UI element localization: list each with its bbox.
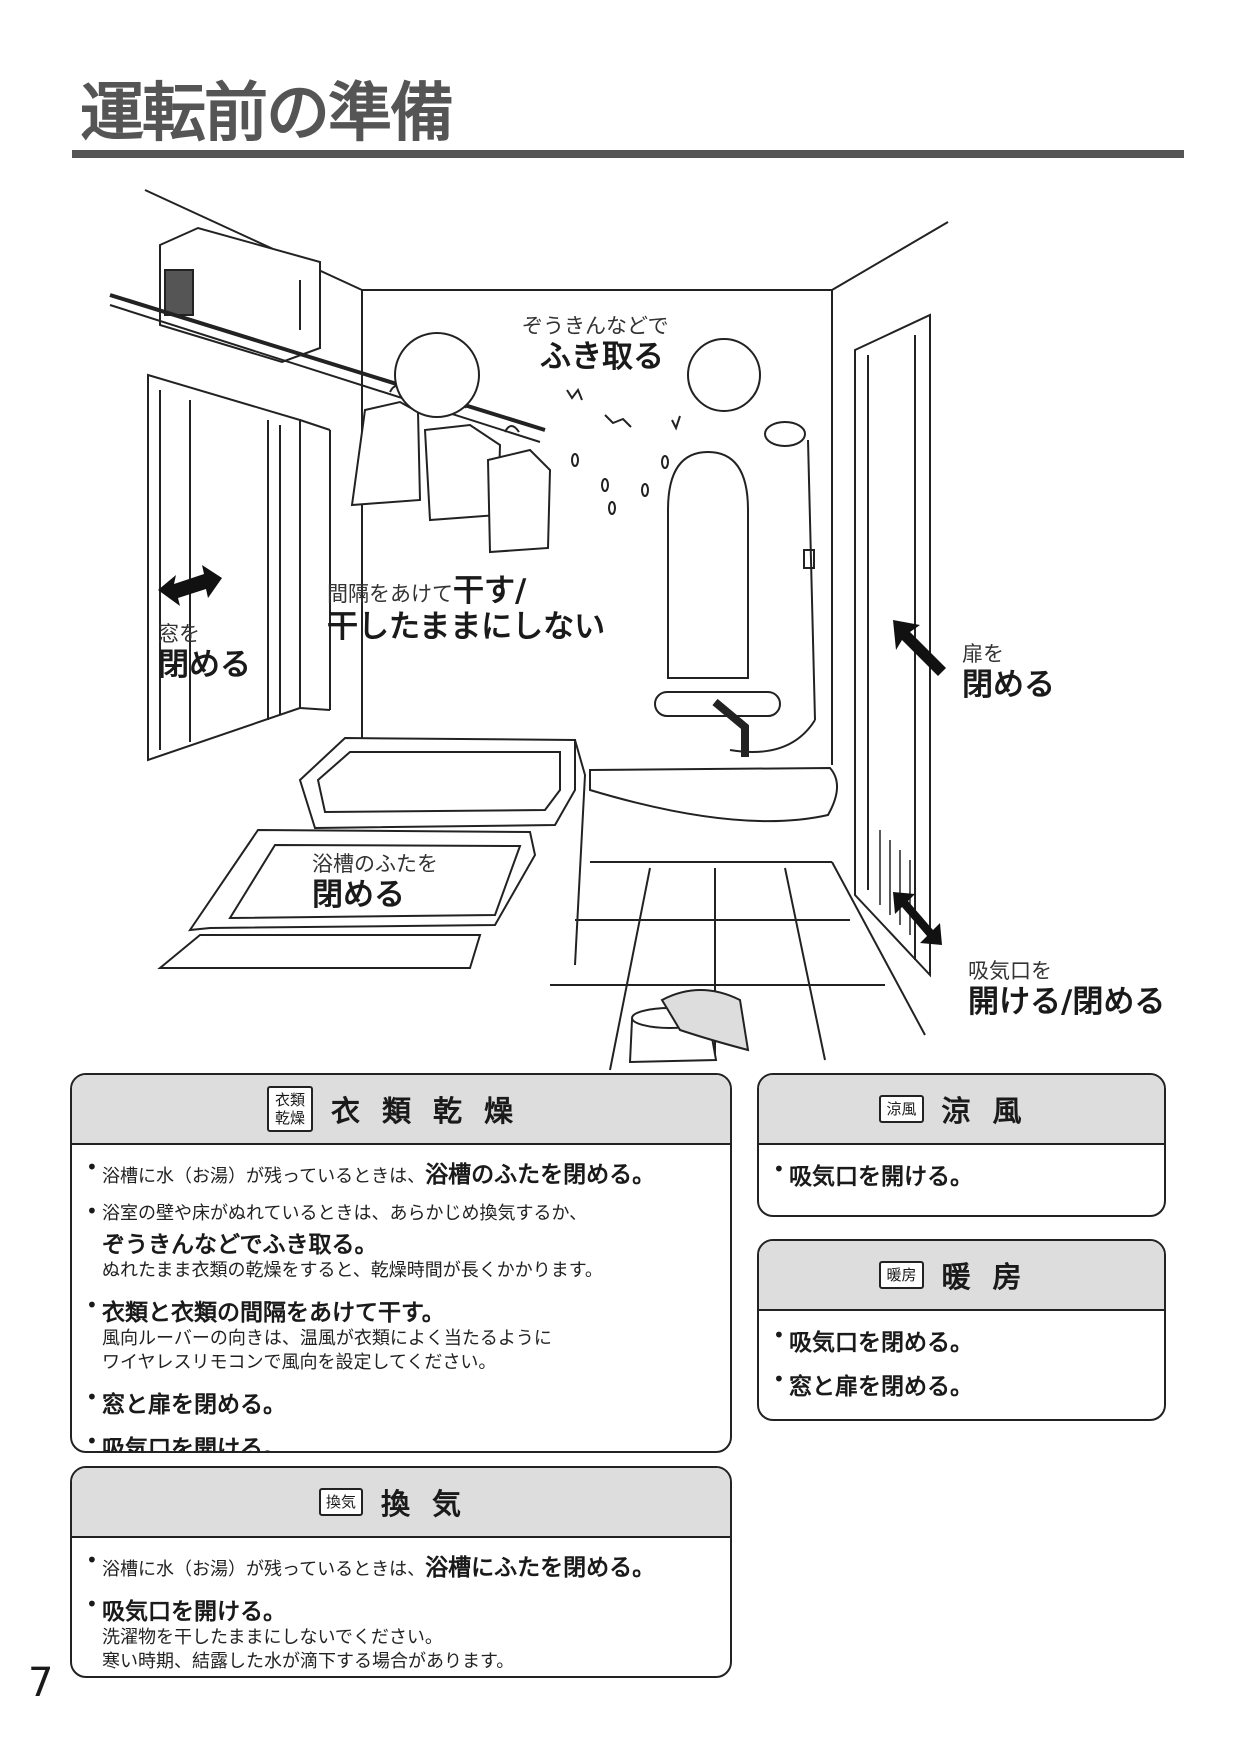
item-note: 洗濯物を干したままにしないでください。 <box>102 1627 443 1648</box>
item-bold: 吸気口を閉める。 <box>789 1330 973 1356</box>
list-item: 窓と扉を閉める。 <box>84 1385 716 1419</box>
label-dry-mid: 干す/ <box>453 573 527 609</box>
heating-panel: 暖房 暖房 吸気口を閉める。 窓と扉を閉める。 <box>757 1239 1166 1421</box>
label-dry-big: 干したままにしない <box>327 609 606 645</box>
page-title: 運転前の準備 <box>80 77 454 151</box>
cool-breeze-heading: 涼風 <box>941 1094 1044 1128</box>
item-bold: 浴槽のふたを閉める。 <box>425 1162 656 1188</box>
item-note: ぬれたまま衣類の乾燥をすると、乾燥時間が長くかかります。 <box>102 1260 603 1281</box>
label-tub-big: 閉める <box>312 877 405 913</box>
label-door-big: 閉める <box>962 667 1055 703</box>
ventilation-heading: 換気 <box>381 1487 484 1521</box>
list-item: 衣類と衣類の間隔をあけて干す。 風向ルーバーの向きは、温風が衣類によく当たるよう… <box>84 1293 716 1375</box>
heating-header: 暖房 暖房 <box>759 1241 1164 1311</box>
item-note: ワイヤレスリモコンで風向を設定してください。 <box>102 1352 497 1373</box>
label-dry-small: 間隔をあけて <box>327 582 453 606</box>
label-tub-small: 浴槽のふたを <box>312 852 438 876</box>
item-bold: 吸気口を開ける。 <box>102 1436 286 1453</box>
item-bold: ぞうきんなどでふき取る。 <box>102 1232 378 1258</box>
item-note: 寒い時期、結露した水が滴下する場合があります。 <box>102 1651 515 1672</box>
item-bold: 衣類と衣類の間隔をあけて干す。 <box>102 1300 445 1326</box>
label-door-small: 扉を <box>962 642 1004 666</box>
item-bold: 吸気口を開ける。 <box>789 1164 973 1190</box>
list-item: 浴槽に水（お湯）が残っているときは、浴槽のふたを閉める。 <box>84 1155 716 1189</box>
list-item: 浴槽に水（お湯）が残っているときは、浴槽にふたを閉める。 <box>84 1548 716 1582</box>
cool-breeze-header: 涼風 涼風 <box>759 1075 1164 1145</box>
ventilation-panel: 換気 換気 浴槽に水（お湯）が残っているときは、浴槽にふたを閉める。 吸気口を開… <box>70 1466 732 1678</box>
item-text: 浴室の壁や床がぬれているときは、あらかじめ換気するか、 <box>102 1203 588 1224</box>
heating-heading: 暖房 <box>941 1260 1044 1294</box>
cool-breeze-panel: 涼風 涼風 吸気口を開ける。 <box>757 1073 1166 1217</box>
list-item: 吸気口を開ける。 <box>84 1429 716 1453</box>
list-item: 浴室の壁や床がぬれているときは、あらかじめ換気するか、 ぞうきんなどでふき取る。… <box>84 1199 716 1283</box>
item-note: 風向ルーバーの向きは、温風が衣類によく当たるように <box>102 1328 552 1349</box>
label-tub: 浴槽のふたを 閉める <box>312 848 438 914</box>
label-window-small: 窓を <box>158 622 200 646</box>
list-item: 窓と扉を閉める。 <box>771 1367 1150 1401</box>
label-vent: 吸気口を 開ける/閉める <box>968 955 1165 1021</box>
label-vent-big: 開ける/閉める <box>968 984 1166 1020</box>
label-wipe: ぞうきんなどで ふき取る <box>522 310 669 376</box>
clothes-drying-panel: 衣類乾燥 衣類乾燥 浴槽に水（お湯）が残っているときは、浴槽のふたを閉める。 浴… <box>70 1073 732 1453</box>
label-window-big: 閉める <box>158 647 251 683</box>
ventilation-tag: 換気 <box>318 1488 363 1516</box>
label-door: 扉を 閉める <box>962 638 1055 704</box>
list-item: 吸気口を閉める。 <box>771 1323 1150 1357</box>
item-text: 浴槽に水（お湯）が残っているときは、 <box>102 1166 426 1187</box>
list-item: 吸気口を開ける。 <box>771 1157 1150 1191</box>
page-number: 7 <box>28 1660 54 1706</box>
clothes-drying-header: 衣類乾燥 衣類乾燥 <box>72 1075 730 1145</box>
label-vent-small: 吸気口を <box>968 959 1052 983</box>
label-window: 窓を 閉める <box>158 618 251 684</box>
list-item: 吸気口を開ける。 洗濯物を干したままにしないでください。 寒い時期、結露した水が… <box>84 1592 716 1674</box>
item-bold: 窓と扉を閉める。 <box>102 1392 286 1418</box>
heating-tag: 暖房 <box>879 1261 924 1289</box>
item-bold: 浴槽にふたを閉める。 <box>425 1555 656 1581</box>
ventilation-header: 換気 換気 <box>72 1468 730 1538</box>
label-dry: 間隔をあけて干す/ 干したままにしない <box>327 565 605 646</box>
label-wipe-big: ふき取る <box>540 339 664 375</box>
item-bold: 吸気口を開ける。 <box>102 1599 286 1625</box>
item-text: 浴槽に水（お湯）が残っているときは、 <box>102 1559 426 1580</box>
clothes-drying-heading: 衣類乾燥 <box>330 1094 535 1128</box>
title-rule <box>72 150 1184 158</box>
clothes-drying-tag: 衣類乾燥 <box>266 1086 313 1132</box>
cool-breeze-tag: 涼風 <box>879 1095 924 1123</box>
bathroom-illustration <box>109 189 949 1071</box>
item-bold: 窓と扉を閉める。 <box>789 1374 973 1400</box>
label-wipe-small: ぞうきんなどで <box>522 314 669 338</box>
